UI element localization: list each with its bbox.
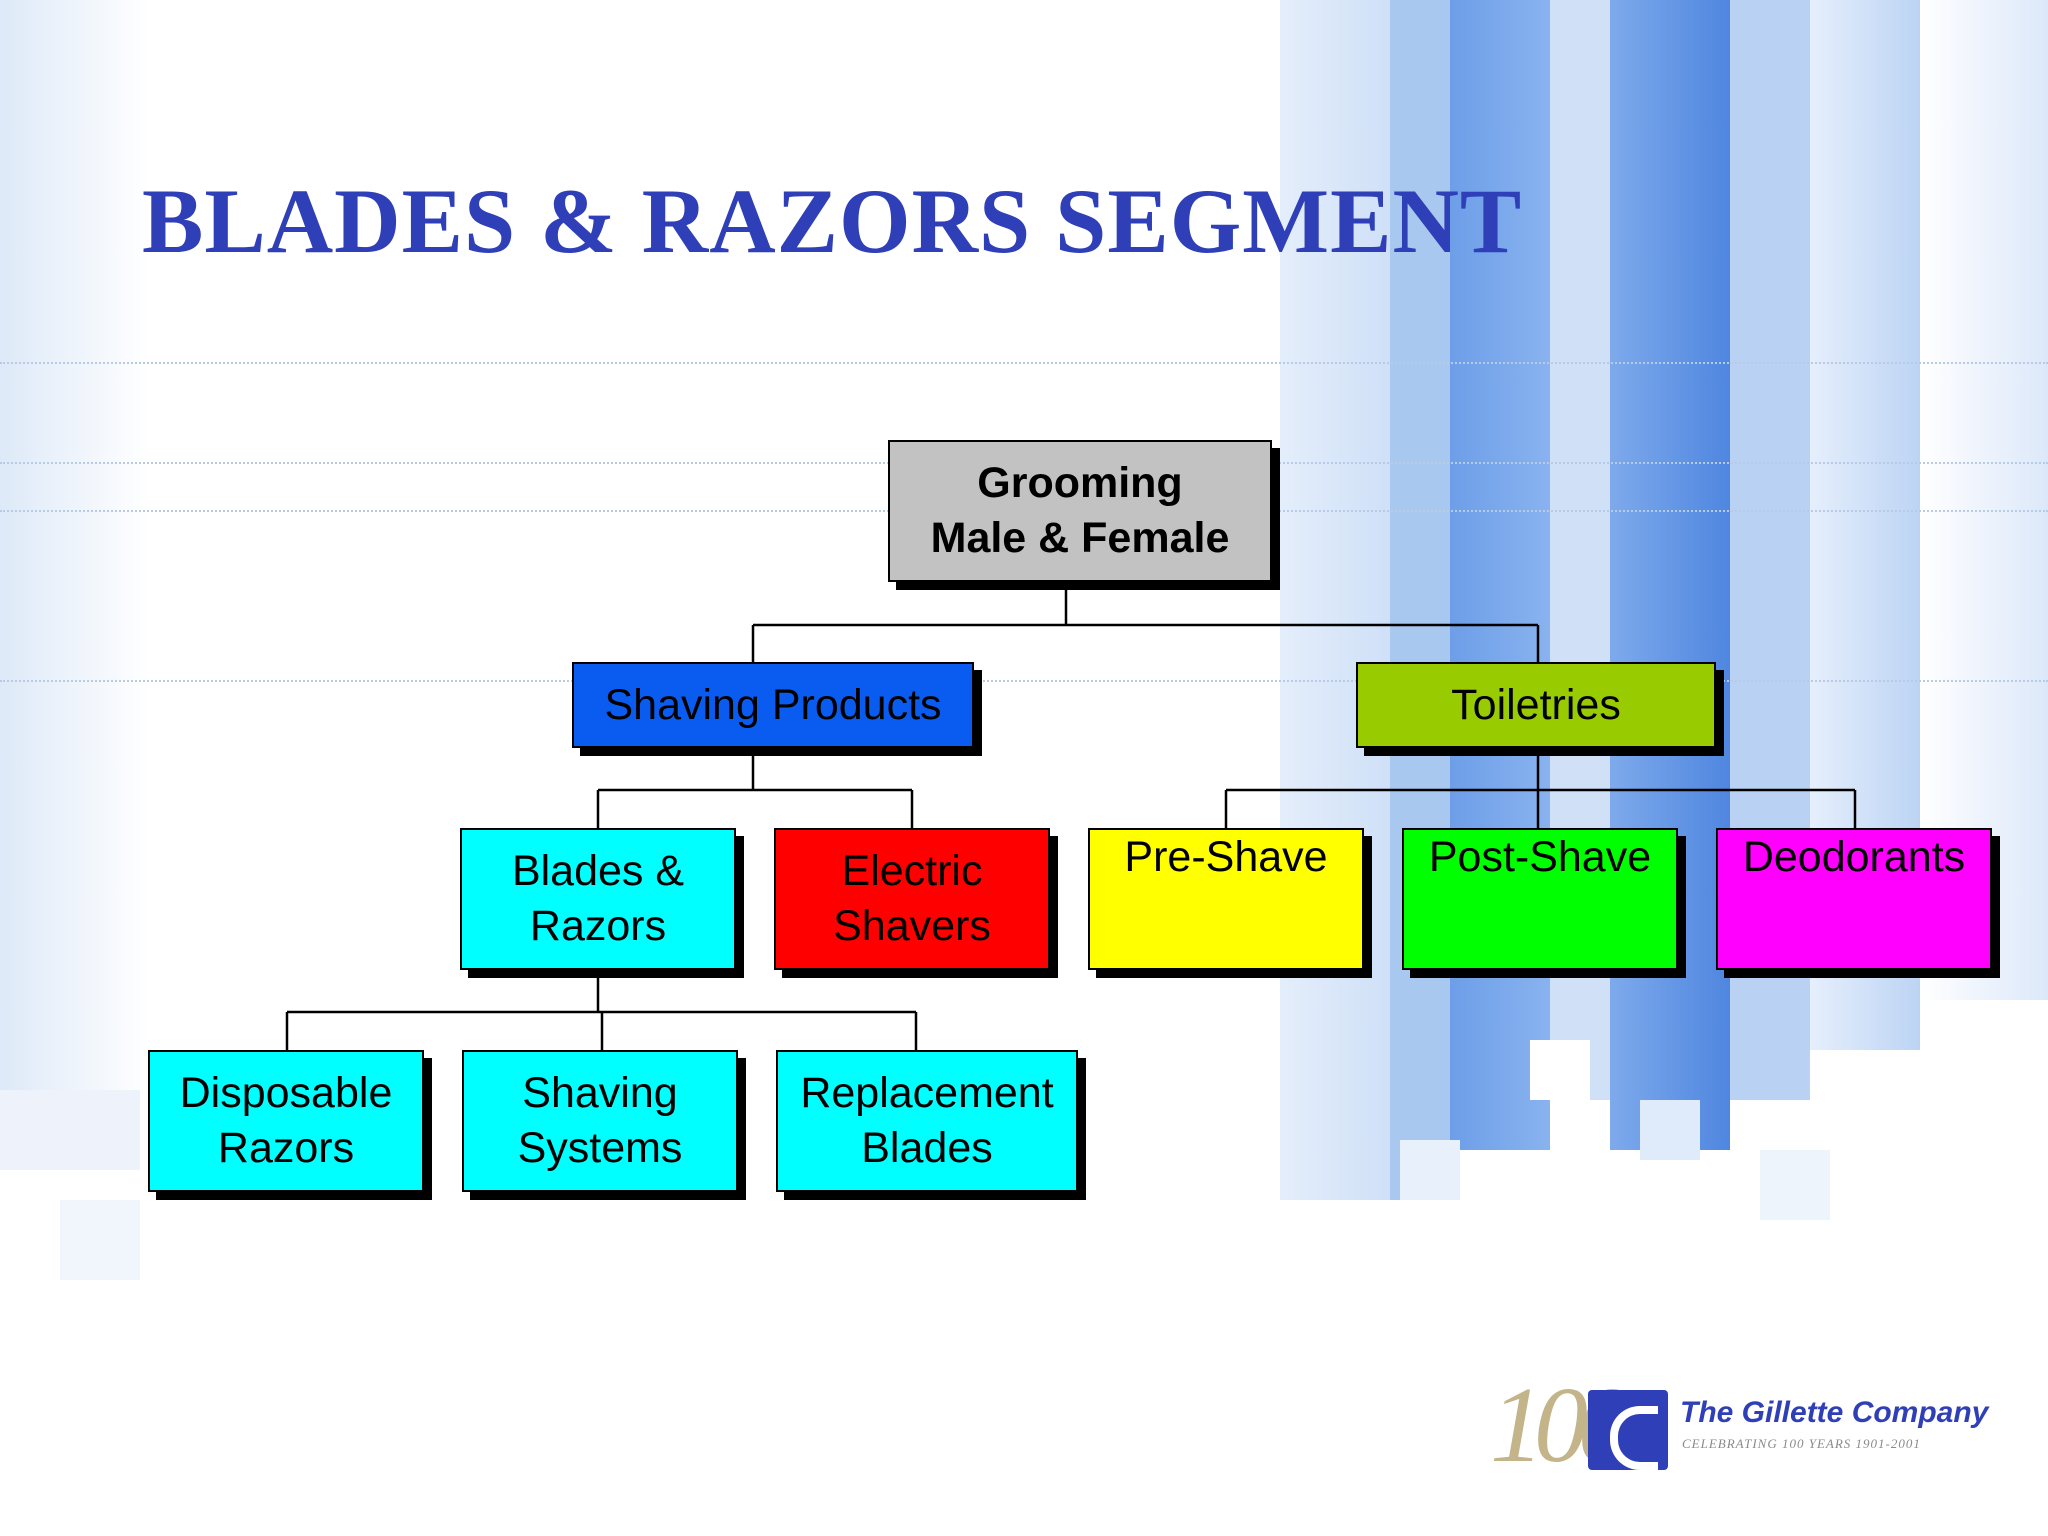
- logo-tagline: CELEBRATING 100 YEARS 1901-2001: [1682, 1436, 1921, 1451]
- node-shaving-systems: Shaving Systems: [462, 1050, 738, 1192]
- node-blades-razors: Blades & Razors: [460, 828, 736, 970]
- node-toiletries-label: Toiletries: [1451, 680, 1621, 729]
- node-blades-razors-label: Blades & Razors: [511, 847, 685, 950]
- node-disposable-razors: Disposable Razors: [148, 1050, 424, 1192]
- slide-title: BLADES & RAZORS SEGMENT: [142, 170, 1523, 272]
- node-electric-shavers: Electric Shavers: [774, 828, 1050, 970]
- node-replacement-blades: Replacement Blades: [776, 1050, 1078, 1192]
- node-post-shave-label: Post-Shave: [1428, 833, 1652, 881]
- node-electric-shavers-label: Electric Shavers: [833, 847, 991, 950]
- node-grooming: Grooming Male & Female: [888, 440, 1272, 582]
- node-replacement-blades-label: Replacement Blades: [800, 1069, 1054, 1172]
- node-shaving-systems-label: Shaving Systems: [517, 1069, 683, 1172]
- node-pre-shave-label: Pre-Shave: [1124, 833, 1328, 881]
- node-toiletries: Toiletries: [1356, 662, 1716, 748]
- node-deodorants: Deodorants: [1716, 828, 1992, 970]
- node-shaving-products: Shaving Products: [572, 662, 974, 748]
- node-shaving-products-label: Shaving Products: [604, 680, 942, 729]
- node-deodorants-label: Deodorants: [1742, 833, 1966, 881]
- node-disposable-razors-label: Disposable Razors: [179, 1069, 393, 1172]
- node-post-shave: Post-Shave: [1402, 828, 1678, 970]
- company-name: The Gillette Company: [1680, 1396, 1989, 1429]
- gillette-logo: 100 The Gillette Company CELEBRATING 100…: [1490, 1370, 2010, 1480]
- gillette-g-icon: [1588, 1390, 1668, 1470]
- node-grooming-label: Grooming Male & Female: [930, 459, 1230, 562]
- node-pre-shave: Pre-Shave: [1088, 828, 1364, 970]
